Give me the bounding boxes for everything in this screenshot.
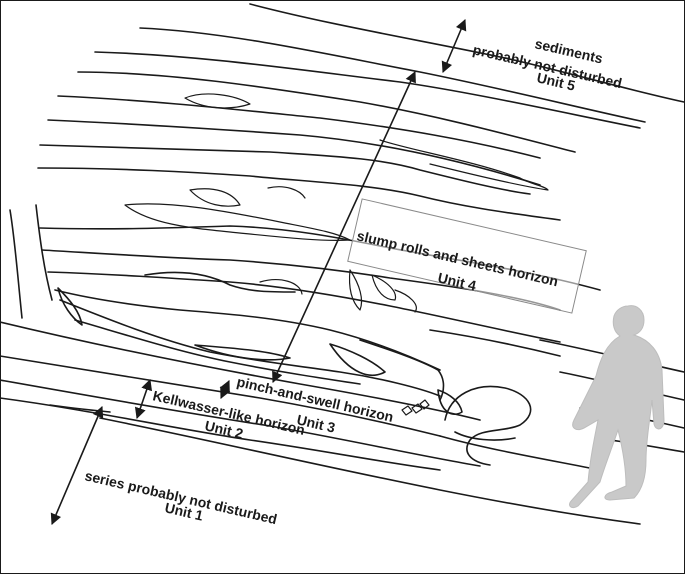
person-scale-figure [569,305,665,509]
unit2-bedding [0,321,685,471]
arrows [50,18,467,526]
labels: sediments probably not disturbed Unit 5 … [83,35,623,527]
unit1-thickness-arrow [50,405,104,526]
section-arrow [272,70,416,384]
unit5-bedding [37,3,685,221]
unit2-thickness-arrow [134,378,153,420]
unit5-thickness-arrow [441,18,467,74]
unit3-thickness-arrow [219,379,231,400]
